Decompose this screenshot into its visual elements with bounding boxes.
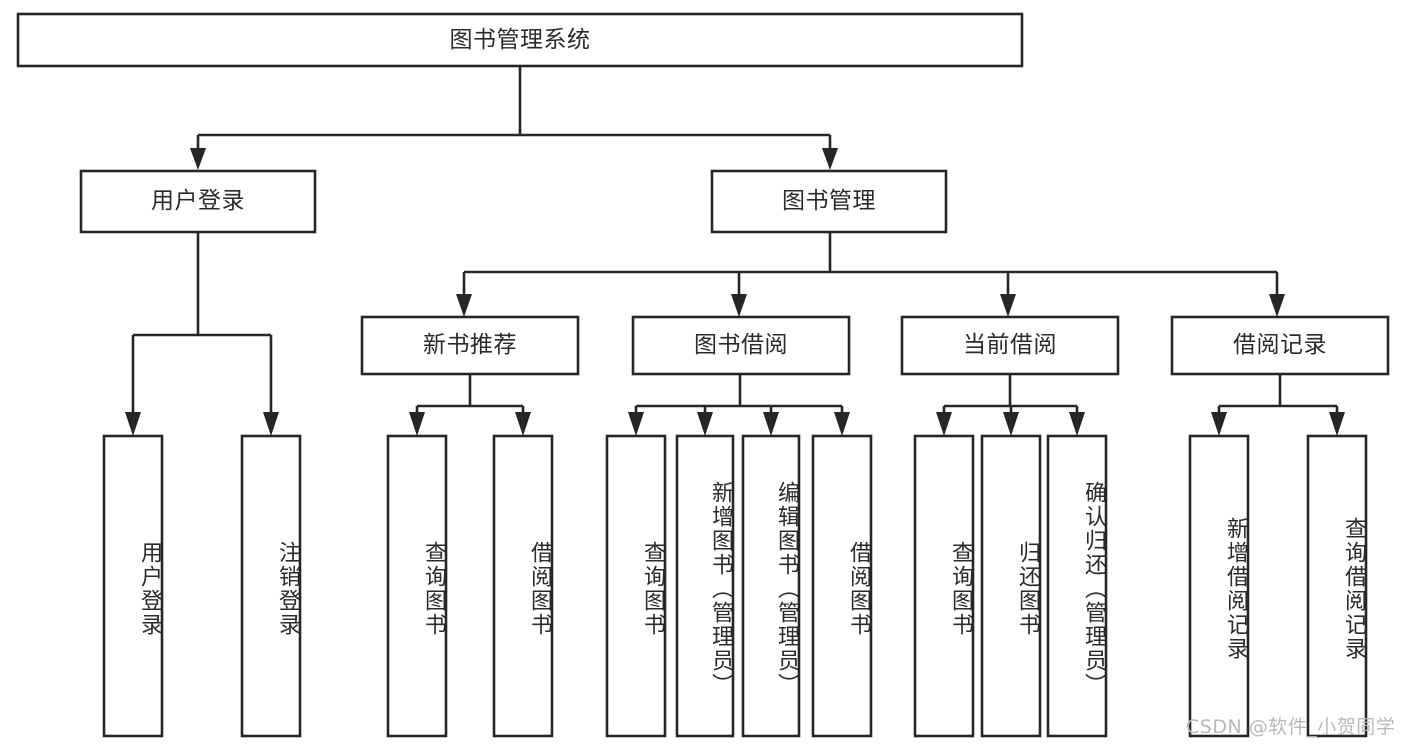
- arrow-root-to-user-login: [190, 148, 206, 170]
- arrow-to-leaf-edit-book: [763, 412, 779, 436]
- arrow-to-current-borrow: [1000, 294, 1016, 317]
- node-box-leaf-add-book[interactable]: [675, 434, 735, 738]
- connector-group-book-borrow: [628, 374, 850, 436]
- arrow-to-leaf-borrow-book-2: [834, 412, 850, 436]
- node-box-root[interactable]: [16, 12, 1024, 68]
- connector-group-current-borrow: [936, 374, 1085, 436]
- node-box-leaf-query-book-3[interactable]: [913, 434, 975, 738]
- node-box-user-login[interactable]: [79, 169, 317, 234]
- node-box-new-book-recommend[interactable]: [360, 315, 580, 376]
- connector-group-new-book-recommend: [409, 374, 531, 436]
- node-box-leaf-query-book-1[interactable]: [386, 434, 448, 738]
- node-box-current-borrow[interactable]: [900, 315, 1120, 376]
- arrow-to-leaf-add-book: [697, 412, 713, 436]
- arrow-to-leaf-query-record: [1329, 412, 1345, 436]
- node-box-leaf-borrow-book-1[interactable]: [492, 434, 554, 738]
- arrow-to-leaf-add-record: [1211, 412, 1227, 436]
- node-box-leaf-user-login[interactable]: [102, 434, 164, 738]
- arrow-to-borrow-record: [1269, 294, 1285, 317]
- arrow-to-leaf-return-book: [1003, 412, 1019, 436]
- node-box-borrow-record[interactable]: [1170, 315, 1390, 376]
- arrow-to-book-borrow: [731, 294, 747, 317]
- arrow-to-leaf-confirm-return: [1069, 412, 1085, 436]
- node-box-leaf-borrow-book-2[interactable]: [811, 434, 873, 738]
- connector-group-borrow-record: [1211, 374, 1345, 436]
- arrow-to-leaf-query-book-3: [936, 412, 952, 436]
- arrow-to-leaf-user-login: [125, 412, 141, 436]
- node-box-leaf-add-record[interactable]: [1188, 434, 1250, 738]
- arrow-to-leaf-query-book-2: [628, 412, 644, 436]
- node-box-leaf-query-book-2[interactable]: [605, 434, 667, 738]
- arrow-to-new-book-recommend: [456, 294, 472, 317]
- csdn-watermark: CSDN @软件_小贺同学: [1186, 716, 1396, 738]
- arrow-to-leaf-query-book-1: [409, 412, 425, 436]
- arrow-to-leaf-logout-login: [263, 412, 279, 436]
- arrow-to-leaf-borrow-book-1: [515, 412, 531, 436]
- connector-group-book-manage: [456, 232, 1285, 317]
- connector-group-root: [190, 66, 838, 170]
- connector-group-user-login: [125, 232, 279, 436]
- node-box-leaf-confirm-return[interactable]: [1046, 434, 1108, 738]
- node-box-leaf-edit-book[interactable]: [741, 434, 801, 738]
- arrow-root-to-book-manage: [822, 148, 838, 170]
- node-box-leaf-logout-login[interactable]: [240, 434, 302, 738]
- node-box-leaf-return-book[interactable]: [980, 434, 1042, 738]
- node-box-leaf-query-record[interactable]: [1306, 434, 1368, 738]
- node-box-book-manage[interactable]: [710, 169, 948, 234]
- node-box-book-borrow[interactable]: [631, 315, 851, 376]
